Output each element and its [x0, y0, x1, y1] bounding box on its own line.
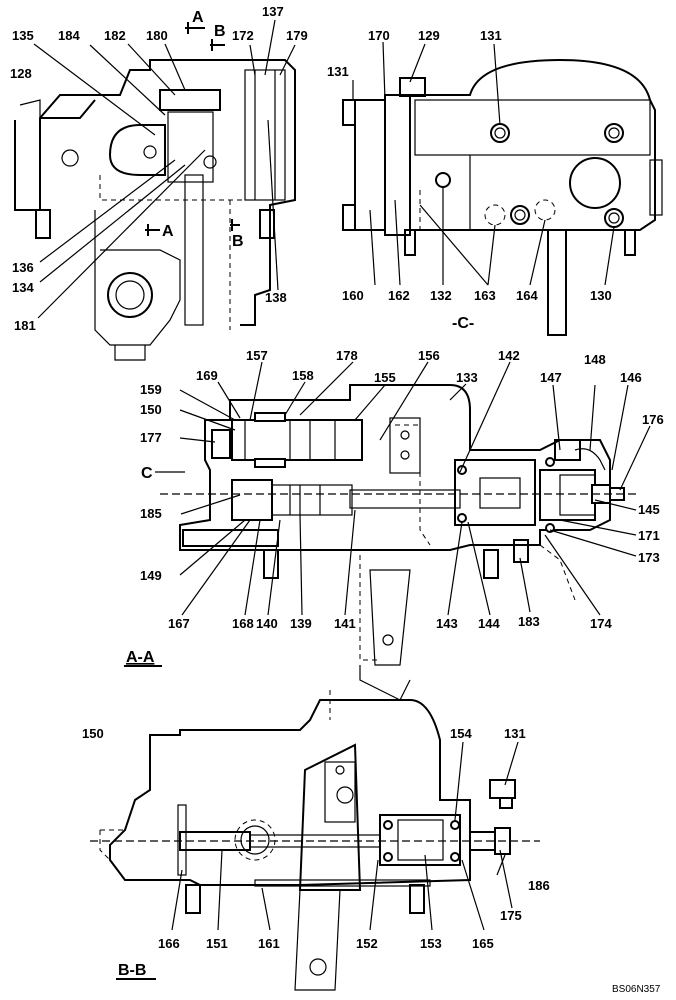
label-133: 133	[456, 370, 478, 385]
label-143: 143	[436, 616, 458, 631]
label-168: 168	[232, 616, 254, 631]
label-165: 165	[472, 936, 494, 951]
part-labels: 135 184 182 180 172 137 179 128 136 134 …	[10, 4, 664, 951]
label-171: 171	[638, 528, 660, 543]
label-131-c-top: 131	[480, 28, 502, 43]
view-a-a	[155, 384, 640, 720]
leaders-view-a-a	[179, 361, 651, 616]
label-155: 155	[374, 370, 396, 385]
label-180: 180	[146, 28, 168, 43]
label-132: 132	[430, 288, 452, 303]
label-164: 164	[516, 288, 538, 303]
section-mark-a-side: A	[162, 223, 174, 240]
label-181: 181	[14, 318, 36, 333]
label-147: 147	[540, 370, 562, 385]
label-179: 179	[286, 28, 308, 43]
label-138: 138	[265, 290, 287, 305]
label-148: 148	[584, 352, 606, 367]
label-134: 134	[12, 280, 34, 295]
view-title-a-a: A-A	[126, 649, 155, 666]
label-135: 135	[12, 28, 34, 43]
label-170: 170	[368, 28, 390, 43]
label-169: 169	[196, 368, 218, 383]
label-154: 154	[450, 726, 472, 741]
label-167: 167	[168, 616, 190, 631]
label-183: 183	[518, 614, 540, 629]
label-150-aa: 150	[140, 402, 162, 417]
label-157: 157	[246, 348, 268, 363]
section-mark-b-top: B	[214, 23, 226, 40]
section-mark-a-top: A	[192, 9, 204, 26]
label-178: 178	[336, 348, 358, 363]
label-185: 185	[140, 506, 162, 521]
label-152: 152	[356, 936, 378, 951]
view-c	[342, 58, 663, 336]
label-150-bb: 150	[82, 726, 104, 741]
leaders-view-b-b	[171, 741, 519, 931]
label-162: 162	[388, 288, 410, 303]
leaders-view-c	[352, 41, 615, 286]
label-141: 141	[334, 616, 356, 631]
label-161: 161	[258, 936, 280, 951]
view-title-c: -C-	[452, 315, 474, 332]
label-131-c-left: 131	[327, 64, 349, 79]
label-139: 139	[290, 616, 312, 631]
label-176: 176	[642, 412, 664, 427]
label-129: 129	[418, 28, 440, 43]
label-186: 186	[528, 878, 550, 893]
label-144: 144	[478, 616, 500, 631]
label-173: 173	[638, 550, 660, 565]
section-mark-b-side: B	[232, 233, 244, 250]
drawing-code: BS06N357	[612, 984, 661, 995]
label-159: 159	[140, 382, 162, 397]
label-142: 142	[498, 348, 520, 363]
view-b-b	[90, 699, 540, 991]
label-149: 149	[140, 568, 162, 583]
view-titles: -C- A-A B-B	[116, 315, 474, 980]
label-163: 163	[474, 288, 496, 303]
label-184: 184	[58, 28, 80, 43]
label-151: 151	[206, 936, 228, 951]
label-160: 160	[342, 288, 364, 303]
leaders-top-left	[33, 19, 296, 319]
section-mark-c: C	[141, 465, 153, 482]
label-156: 156	[418, 348, 440, 363]
view-title-b-b: B-B	[118, 962, 146, 979]
label-158: 158	[292, 368, 314, 383]
label-137: 137	[262, 4, 284, 19]
label-140: 140	[256, 616, 278, 631]
label-177: 177	[140, 430, 162, 445]
label-166: 166	[158, 936, 180, 951]
label-128: 128	[10, 66, 32, 81]
label-174: 174	[590, 616, 612, 631]
section-marks: A B A B C	[141, 9, 244, 482]
label-131-bb: 131	[504, 726, 526, 741]
label-175: 175	[500, 908, 522, 923]
label-146: 146	[620, 370, 642, 385]
label-130: 130	[590, 288, 612, 303]
label-145: 145	[638, 502, 660, 517]
label-153: 153	[420, 936, 442, 951]
label-136: 136	[12, 260, 34, 275]
label-172: 172	[232, 28, 254, 43]
label-182: 182	[104, 28, 126, 43]
